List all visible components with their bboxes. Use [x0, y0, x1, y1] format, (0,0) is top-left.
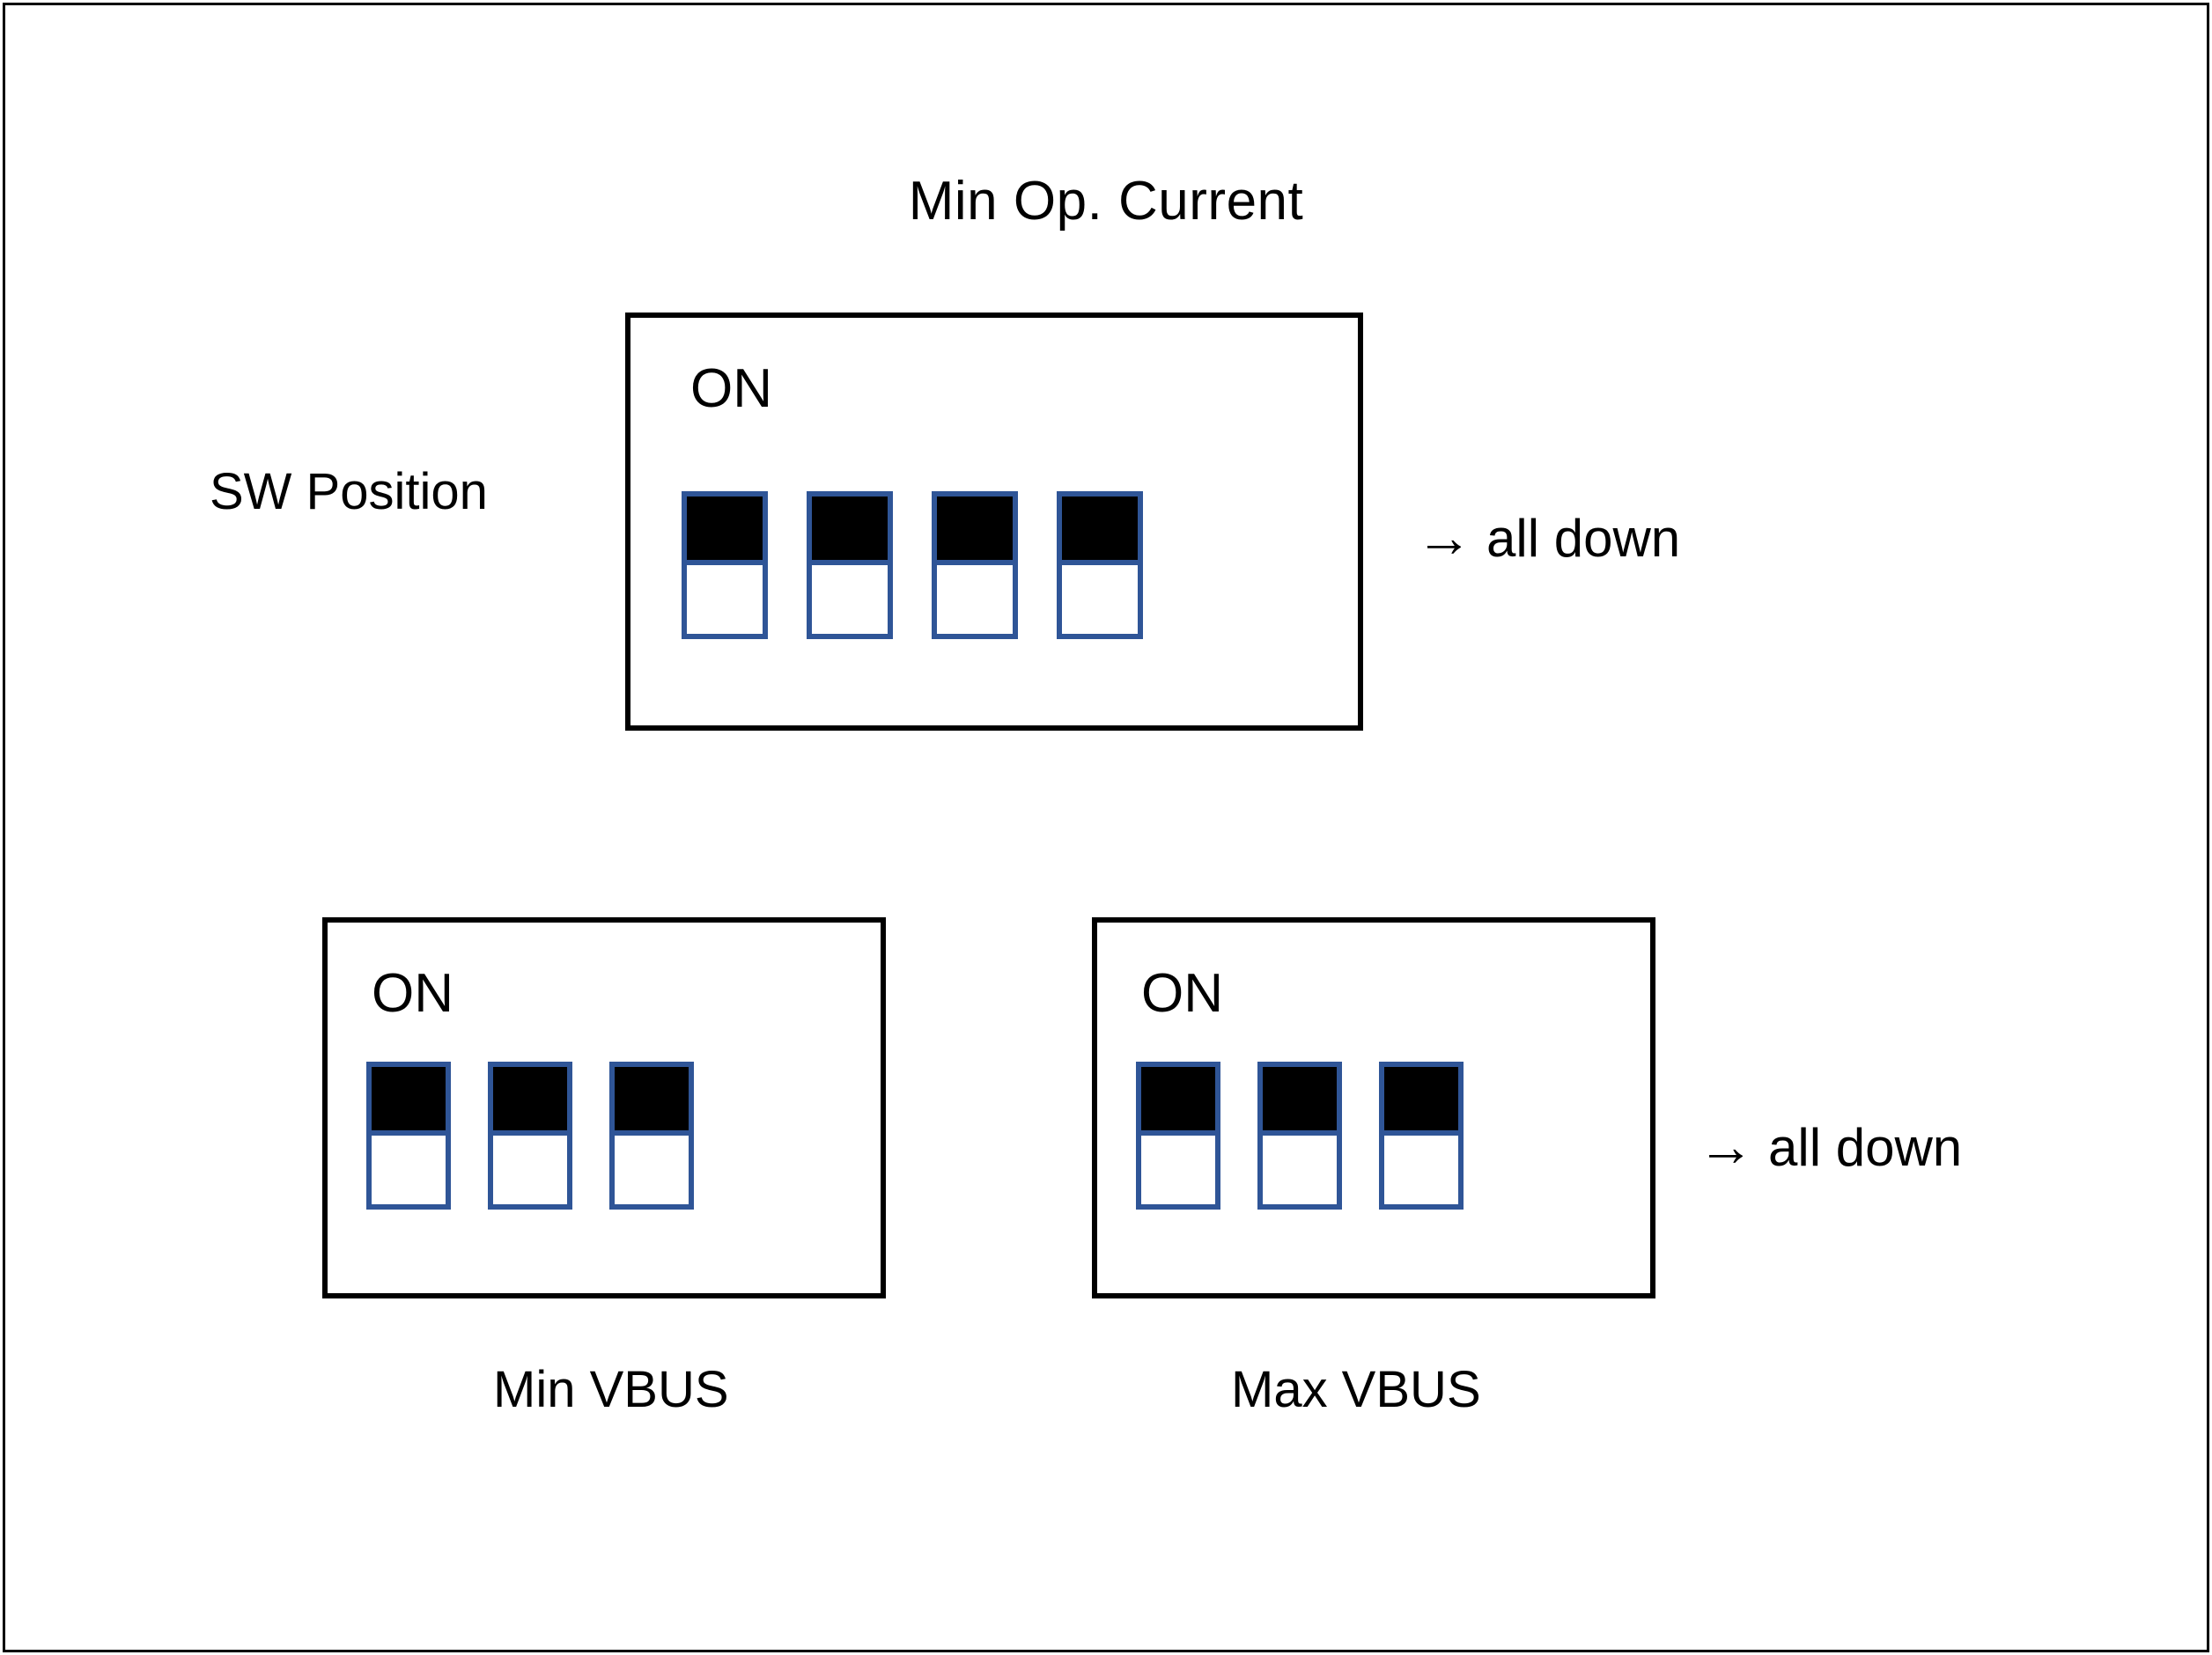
switch-top-half	[1062, 496, 1138, 565]
dip-package-max-vbus: ON	[1092, 917, 1655, 1298]
switch-row	[366, 1062, 694, 1210]
caption-min-vbus: Min VBUS	[493, 1361, 729, 1418]
switch-bottom-half	[1141, 1136, 1215, 1204]
switch-top-half	[937, 496, 1013, 565]
dip-switch[interactable]	[932, 491, 1018, 639]
right-arrow-icon: →	[1416, 505, 1472, 569]
dip-switch[interactable]	[1136, 1062, 1220, 1210]
dip-switch[interactable]	[682, 491, 768, 639]
dip-package-min-op-current: ON	[625, 313, 1363, 731]
switch-bottom-half	[812, 565, 888, 634]
dip-switch[interactable]	[1257, 1062, 1342, 1210]
switch-top-half	[615, 1067, 689, 1136]
annotation-all-down-bottom: → all down	[1698, 1114, 1963, 1178]
dip-switch[interactable]	[1057, 491, 1143, 639]
switch-top-half	[1141, 1067, 1215, 1136]
dip-switch[interactable]	[609, 1062, 694, 1210]
page-title: Min Op. Current	[908, 171, 1304, 232]
dip-switch[interactable]	[807, 491, 893, 639]
annotation-all-down-top: → all down	[1416, 505, 1681, 569]
slide-border	[3, 3, 2209, 1652]
switch-top-half	[493, 1067, 567, 1136]
dip-switch[interactable]	[366, 1062, 451, 1210]
caption-max-vbus: Max VBUS	[1231, 1361, 1481, 1418]
switch-bottom-half	[937, 565, 1013, 634]
switch-bottom-half	[493, 1136, 567, 1204]
switch-bottom-half	[1062, 565, 1138, 634]
switch-bottom-half	[1384, 1136, 1458, 1204]
dip-package-min-vbus: ON	[322, 917, 886, 1298]
switch-top-half	[1384, 1067, 1458, 1136]
switch-top-half	[687, 496, 763, 565]
dip-switch[interactable]	[488, 1062, 572, 1210]
on-label: ON	[690, 358, 772, 419]
switch-top-half	[372, 1067, 446, 1136]
switch-row	[682, 491, 1143, 639]
on-label: ON	[1141, 963, 1223, 1024]
switch-bottom-half	[372, 1136, 446, 1204]
on-label: ON	[372, 963, 453, 1024]
dip-switch[interactable]	[1379, 1062, 1464, 1210]
annotation-text: all down	[1486, 509, 1681, 568]
annotation-text: all down	[1768, 1118, 1963, 1177]
sw-position-label: SW Position	[210, 463, 488, 520]
right-arrow-icon: →	[1698, 1114, 1754, 1178]
switch-bottom-half	[1263, 1136, 1337, 1204]
switch-bottom-half	[615, 1136, 689, 1204]
switch-bottom-half	[687, 565, 763, 634]
switch-top-half	[812, 496, 888, 565]
switch-row	[1136, 1062, 1464, 1210]
switch-top-half	[1263, 1067, 1337, 1136]
